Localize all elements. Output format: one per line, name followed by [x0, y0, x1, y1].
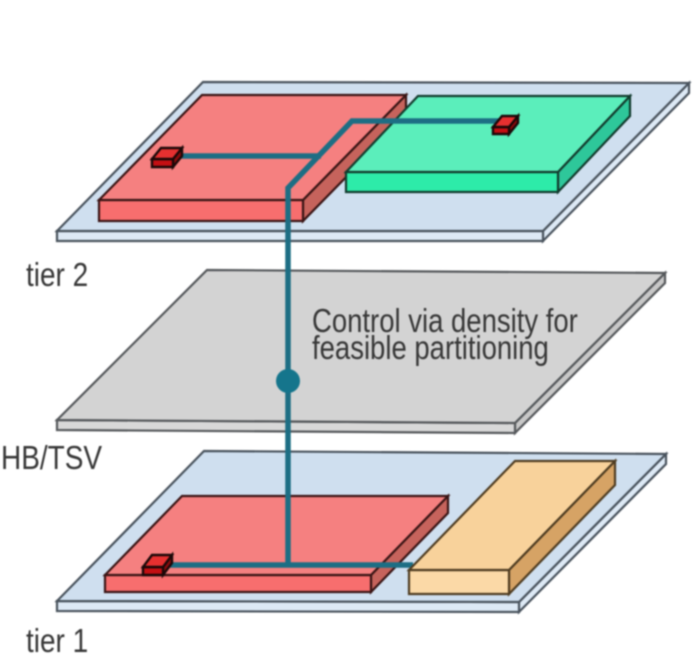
svg-text:feasible partitioning: feasible partitioning — [312, 331, 549, 367]
svg-text:tier 1: tier 1 — [26, 622, 88, 660]
svg-text:HB/TSV: HB/TSV — [1, 439, 102, 477]
svg-text:tier 2: tier 2 — [26, 256, 88, 294]
svg-text:Control via density for: Control via density for — [312, 304, 578, 340]
